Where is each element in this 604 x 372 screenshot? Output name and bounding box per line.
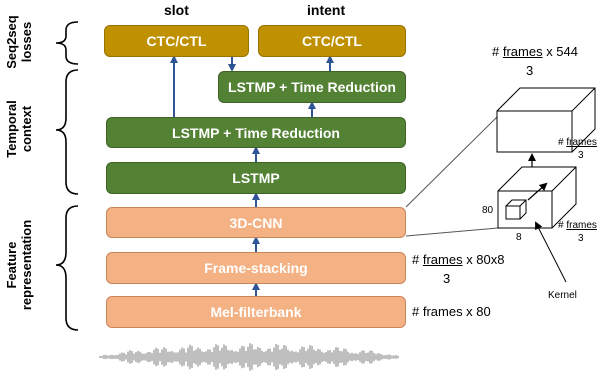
kernel-label: Kernel (548, 290, 577, 301)
brace-temporal (55, 69, 79, 195)
side-label-temporal: Temporal context (4, 84, 34, 174)
arrow-kernel-depth (527, 182, 548, 201)
lstmp-block: LSTMP (106, 162, 406, 194)
ctc-ctl-intent-block: CTC/CTL (258, 25, 406, 57)
brace-losses (55, 21, 79, 65)
kernel-pointer (535, 221, 567, 283)
slot-header: slot (164, 2, 189, 18)
kernel-cube (505, 199, 527, 220)
3d-cnn-block: 3D-CNN (106, 207, 406, 238)
brace-feature (55, 205, 79, 331)
annotation-mel-dims: # frames x 80 (412, 304, 491, 319)
feature-cube-small (497, 166, 577, 229)
annotation-stack-denominator: 3 (443, 271, 451, 286)
annotation-small-cube-frames: # frames (558, 220, 597, 231)
annotation-big-cube-denominator: 3 (578, 150, 584, 161)
intent-header: intent (307, 2, 346, 18)
annotation-top-prefix: # (492, 44, 503, 59)
side-label-temporal-line2: context (19, 105, 34, 153)
annotation-top-dims: # frames x 544 (492, 44, 578, 59)
annotation-dim-80: 80 (482, 205, 494, 216)
side-label-feature: Feature representation (4, 205, 34, 325)
annotation-stack-frames: frames (422, 252, 463, 267)
lstmp-time-reduction-top-block: LSTMP + Time Reduction (218, 71, 406, 103)
annotation-top-suffix: x 544 (542, 44, 578, 59)
connector-top (405, 116, 498, 208)
annotation-dim-8: 8 (516, 232, 522, 243)
annotation-top-frames: frames (502, 44, 543, 59)
annotation-stack-prefix: # (412, 252, 423, 267)
side-label-feature-line2: representation (19, 219, 34, 311)
feature-cube-large (496, 87, 596, 153)
annotation-big-cube-frames: # frames (558, 137, 597, 148)
side-label-temporal-line1: Temporal (4, 100, 19, 158)
mel-filterbank-block: Mel-filterbank (106, 296, 406, 328)
side-label-losses-line2: losses (19, 21, 34, 63)
lstmp-time-reduction-mid-block: LSTMP + Time Reduction (106, 117, 406, 148)
connector-bottom (405, 227, 499, 237)
annotation-big-cube-prefix: # (558, 137, 567, 148)
side-label-feature-line1: Feature (4, 241, 19, 289)
annotation-stack-dims: # frames x 80x8 (412, 252, 505, 267)
annotation-stack-suffix: x 80x8 (462, 252, 505, 267)
annotation-top-denominator: 3 (526, 63, 534, 78)
side-label-losses: Seq2seq losses (4, 2, 34, 82)
ctc-ctl-slot-block: CTC/CTL (104, 25, 249, 57)
annotation-small-cube-frames-word: frames (566, 220, 597, 231)
frame-stacking-block: Frame-stacking (106, 252, 406, 284)
annotation-small-cube-prefix: # (558, 220, 567, 231)
audio-waveform (99, 343, 399, 371)
side-label-losses-line1: Seq2seq (4, 15, 19, 69)
annotation-small-cube-denominator: 3 (578, 233, 584, 244)
annotation-big-cube-frames-word: frames (566, 137, 597, 148)
